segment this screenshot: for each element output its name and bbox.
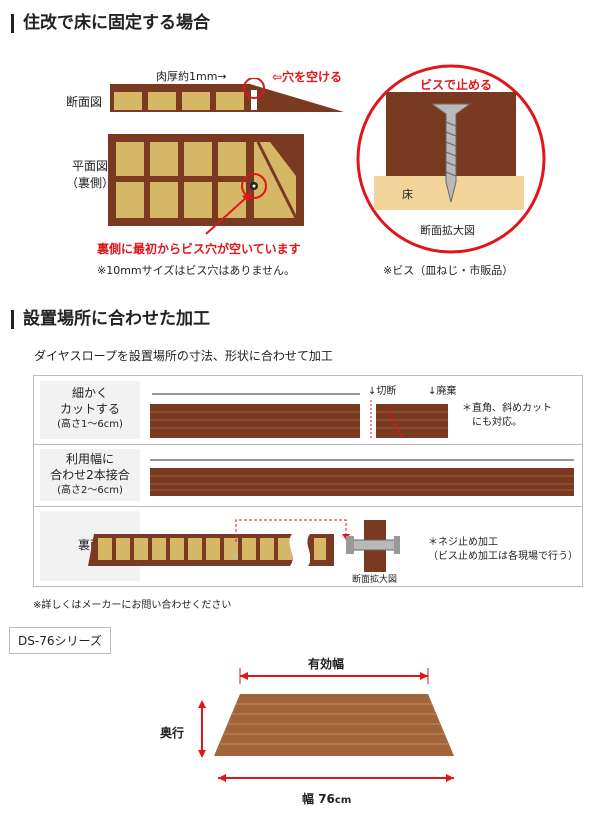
waste-label: ↓廃棄 [428,386,457,397]
cut-note: ＊直角、斜めカット にも対応。 [462,403,552,428]
hole-note: ⇦穴を空ける [272,70,343,84]
table-row: 裏面 ＊ネジ止め加工 [34,506,582,586]
hole-note-10mm: ※10mmサイズはビス穴はありません。 [97,264,295,277]
section2-subtitle: ダイヤスロープを設置場所の寸法、形状に合わせて加工 [34,349,333,363]
plan-label: 平面図 （裏側） [66,158,114,192]
cross-section-label: 断面図 [66,95,103,109]
floor-label: 床 [402,188,413,201]
plan-view-diagram [108,134,304,226]
screw-note: ※ビス（皿ねじ・市販品） [383,264,514,277]
section1-title: 住改で床に固定する場合 [11,14,210,33]
plan-label-line2: （裏側） [66,176,115,190]
row-label: 細かく カットする (高さ1～6cm) [40,381,140,439]
processing-table: 細かく カットする (高さ1～6cm) ↓切断 ↓廃棄 ＊直角、斜めカット にも… [33,375,583,587]
pointer-arrow [205,192,252,235]
product-diagram [198,668,454,782]
section2-title: 設置場所に合わせた加工 [11,310,210,329]
row-label: 利用幅に 合わせ2本接合 (高さ2～6cm) [40,449,140,501]
back-enlarged-label: 断面拡大図 [352,575,398,585]
width-label: 幅 76cm [302,792,352,806]
cross-section-diagram [110,78,344,112]
footnote: ※詳しくはメーカーにお問い合わせください [33,600,232,611]
back-note: ＊ネジ止め加工 （ビス止め加工は各現場で行う） [428,537,578,562]
table-row: 細かく カットする (高さ1～6cm) ↓切断 ↓廃棄 ＊直角、斜めカット にも… [34,376,582,445]
depth-label: 奥行 [160,726,185,740]
cut-diagram [150,393,448,440]
table-row: 利用幅に 合わせ2本接合 (高さ2～6cm) [34,444,582,507]
enlarged-label: 断面拡大図 [420,224,475,237]
join-diagram [150,459,574,496]
circle-title: ビスで止める [420,78,493,92]
back-side-diagram [88,519,400,572]
plan-label-line1: 平面図 [72,159,109,173]
effective-width-label: 有効幅 [308,657,345,671]
thickness-note: 肉厚約1mm→ [156,70,227,83]
screw-enlarged-diagram [356,64,546,254]
series-badge: DS-76シリーズ [9,627,111,654]
hole-caption: 裏側に最初からビス穴が空いています [97,242,301,256]
cut-label: ↓切断 [368,386,397,397]
